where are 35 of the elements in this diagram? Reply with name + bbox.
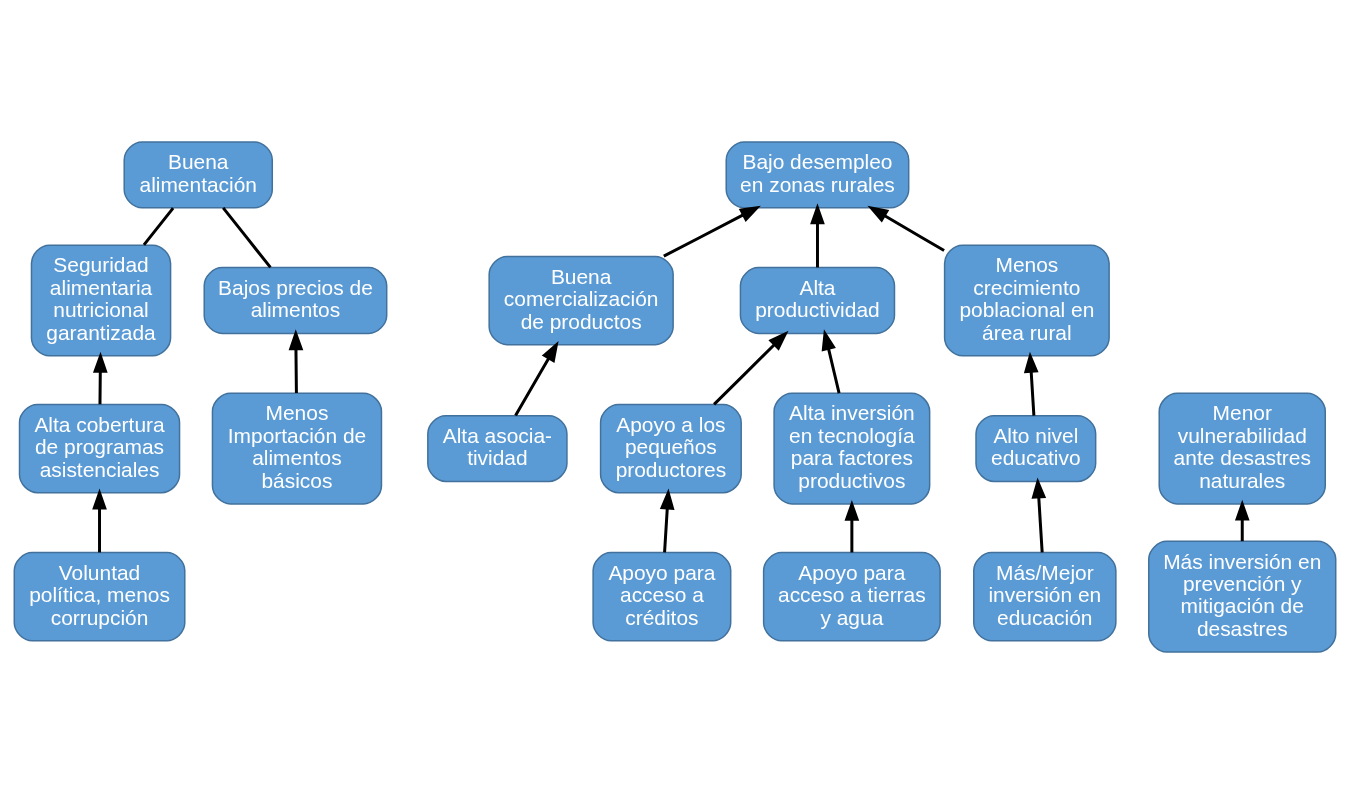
- arrow: [821, 328, 841, 393]
- node-box: Apoyo para acceso a créditos: [592, 551, 732, 642]
- arrow: [1234, 499, 1250, 541]
- arrow: [713, 330, 789, 405]
- node-box: Apoyo a los pequeños productores: [599, 403, 742, 493]
- arrow: [810, 202, 825, 267]
- node-box: Menor vulnerabilidad ante desastres naturales: [1158, 392, 1326, 505]
- node-box: Voluntad política, menos corrupción: [13, 551, 186, 642]
- arrow: [514, 340, 559, 416]
- connector: [142, 206, 175, 246]
- arrow: [1031, 476, 1047, 553]
- arrow: [1023, 351, 1039, 416]
- node-box: Bajo desempleo en zonas rurales: [725, 140, 910, 209]
- node-box: Alta asocia- tividad: [427, 414, 568, 482]
- node-box: Alta inversión en tecnología para factores productivos: [773, 392, 931, 505]
- arrow: [659, 488, 675, 553]
- node-box: Apoyo para acceso a tierras y agua: [762, 551, 941, 642]
- node-box: Más inversión en prevención y mitigación de desastres: [1148, 540, 1337, 653]
- node-box: Alto nivel educativo: [975, 414, 1097, 482]
- arrow: [288, 328, 304, 393]
- node-box: Buena alimentación: [123, 140, 274, 209]
- arrow: [867, 205, 945, 252]
- node-box: Menos Importación de alimentos básicos: [211, 392, 383, 505]
- arrow: [844, 499, 860, 552]
- connector: [222, 206, 272, 268]
- node-box: Buena comercialización de productos: [488, 255, 674, 345]
- arrow: [92, 488, 107, 552]
- node-box: Bajos precios de alimentos: [203, 266, 388, 334]
- node-box: Alta cobertura de programas asistenciales: [18, 403, 181, 493]
- node-box: Menos crecimiento poblacional en área rural: [943, 243, 1110, 357]
- node-box: Alta productividad: [739, 266, 896, 334]
- arrow: [663, 205, 761, 257]
- arrow: [92, 351, 108, 404]
- node-box: Seguridad alimentaria nutricional garantizada: [30, 243, 172, 357]
- node-box: Más/Mejor inversión en educación: [973, 551, 1117, 642]
